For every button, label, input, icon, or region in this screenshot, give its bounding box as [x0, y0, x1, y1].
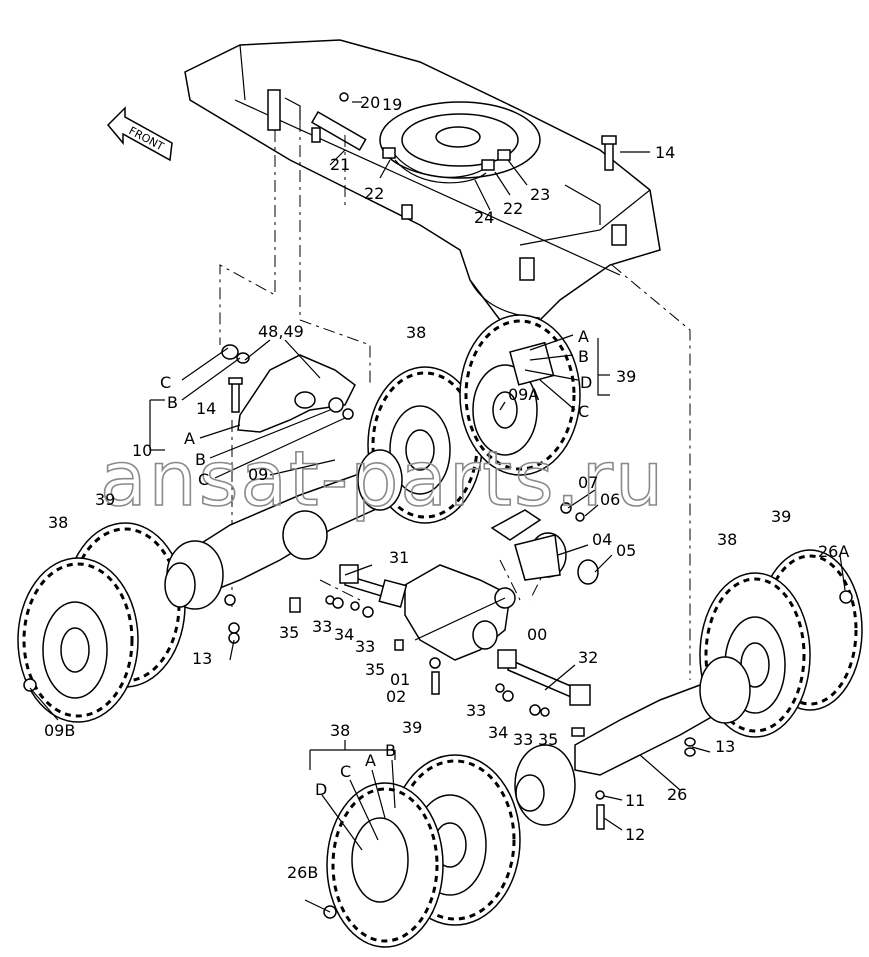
- label-38-left: 38: [48, 513, 68, 532]
- label-31: 31: [389, 548, 409, 567]
- wheel-top-center-inner: [459, 314, 581, 476]
- front-axle: [164, 449, 403, 644]
- label-39-top: 39: [616, 367, 636, 386]
- label-35-center: 35: [365, 660, 385, 679]
- wheel-left-outer: [17, 557, 139, 723]
- label-B-bottom: B: [385, 741, 396, 760]
- label-D-top: D: [580, 373, 592, 392]
- label-39-right: 39: [771, 507, 791, 526]
- label-19: 19: [382, 95, 402, 114]
- label-04: 04: [592, 530, 612, 549]
- label-B-top: B: [578, 347, 589, 366]
- label-pointers: [29, 101, 846, 913]
- label-22-left: 22: [364, 184, 384, 203]
- rear-axle: [514, 656, 751, 830]
- label-02: 02: [386, 687, 406, 706]
- label-A-bottom: A: [365, 751, 376, 770]
- label-C-bottom: C: [340, 762, 351, 781]
- label-33-left-b: 33: [355, 637, 375, 656]
- label-34-left: 34: [334, 625, 354, 644]
- part-labels: 14 20 19 21 22 24 22 23 48,49 C B 14 10 …: [44, 93, 849, 882]
- label-09A: 09A: [508, 385, 539, 404]
- label-D-bottom: D: [315, 780, 327, 799]
- label-00: 00: [527, 625, 547, 644]
- drive-shaft-front: [289, 564, 408, 618]
- label-C-top: C: [578, 402, 589, 421]
- chassis-frame: [184, 39, 661, 321]
- label-07: 07: [578, 473, 598, 492]
- label-09: 09: [248, 465, 268, 484]
- watermark: ansat-parts.ru: [100, 434, 665, 523]
- label-38-top: 38: [406, 323, 426, 342]
- label-21: 21: [330, 155, 350, 174]
- label-A-top: A: [578, 327, 589, 346]
- label-12: 12: [625, 825, 645, 844]
- label-B-left-1: B: [167, 393, 178, 412]
- label-23: 23: [530, 185, 550, 204]
- label-38-right: 38: [717, 530, 737, 549]
- label-05: 05: [616, 541, 636, 560]
- label-10: 10: [132, 441, 152, 460]
- label-01: 01: [390, 670, 410, 689]
- label-33-left-a: 33: [312, 617, 332, 636]
- label-13-right: 13: [715, 737, 735, 756]
- label-13-left: 13: [192, 649, 212, 668]
- label-32: 32: [578, 648, 598, 667]
- label-35-left: 35: [279, 623, 299, 642]
- label-A-left: A: [184, 429, 195, 448]
- label-33-center-b: 33: [513, 730, 533, 749]
- wheel-bottom-outer: [323, 782, 444, 948]
- label-B-left-2: B: [195, 450, 206, 469]
- support-bracket: [221, 344, 356, 433]
- label-48-49: 48,49: [258, 322, 304, 341]
- label-14-top: 14: [655, 143, 675, 162]
- label-35-right: 35: [538, 730, 558, 749]
- label-22-right: 22: [503, 199, 523, 218]
- label-39-bottom: 39: [402, 718, 422, 737]
- label-C-left-1: C: [160, 373, 171, 392]
- motor-unit: [490, 502, 599, 585]
- label-38-bottom: 38: [330, 721, 350, 740]
- label-26A: 26A: [818, 542, 849, 561]
- label-C-left-2: C: [198, 470, 209, 489]
- label-34-center: 34: [488, 723, 508, 742]
- label-24: 24: [474, 208, 494, 227]
- label-09B: 09B: [44, 721, 75, 740]
- label-33-center-a: 33: [466, 701, 486, 720]
- label-06: 06: [600, 490, 620, 509]
- front-direction-arrow: FRONT: [106, 106, 173, 162]
- label-26: 26: [667, 785, 687, 804]
- label-11: 11: [625, 791, 645, 810]
- label-20: 20: [360, 93, 380, 112]
- drive-shaft-rear: [495, 649, 591, 737]
- label-14-left: 14: [196, 399, 216, 418]
- transfer-case: [394, 564, 516, 695]
- label-26B: 26B: [287, 863, 318, 882]
- label-39-left: 39: [95, 490, 115, 509]
- hose-assembly: [310, 92, 617, 184]
